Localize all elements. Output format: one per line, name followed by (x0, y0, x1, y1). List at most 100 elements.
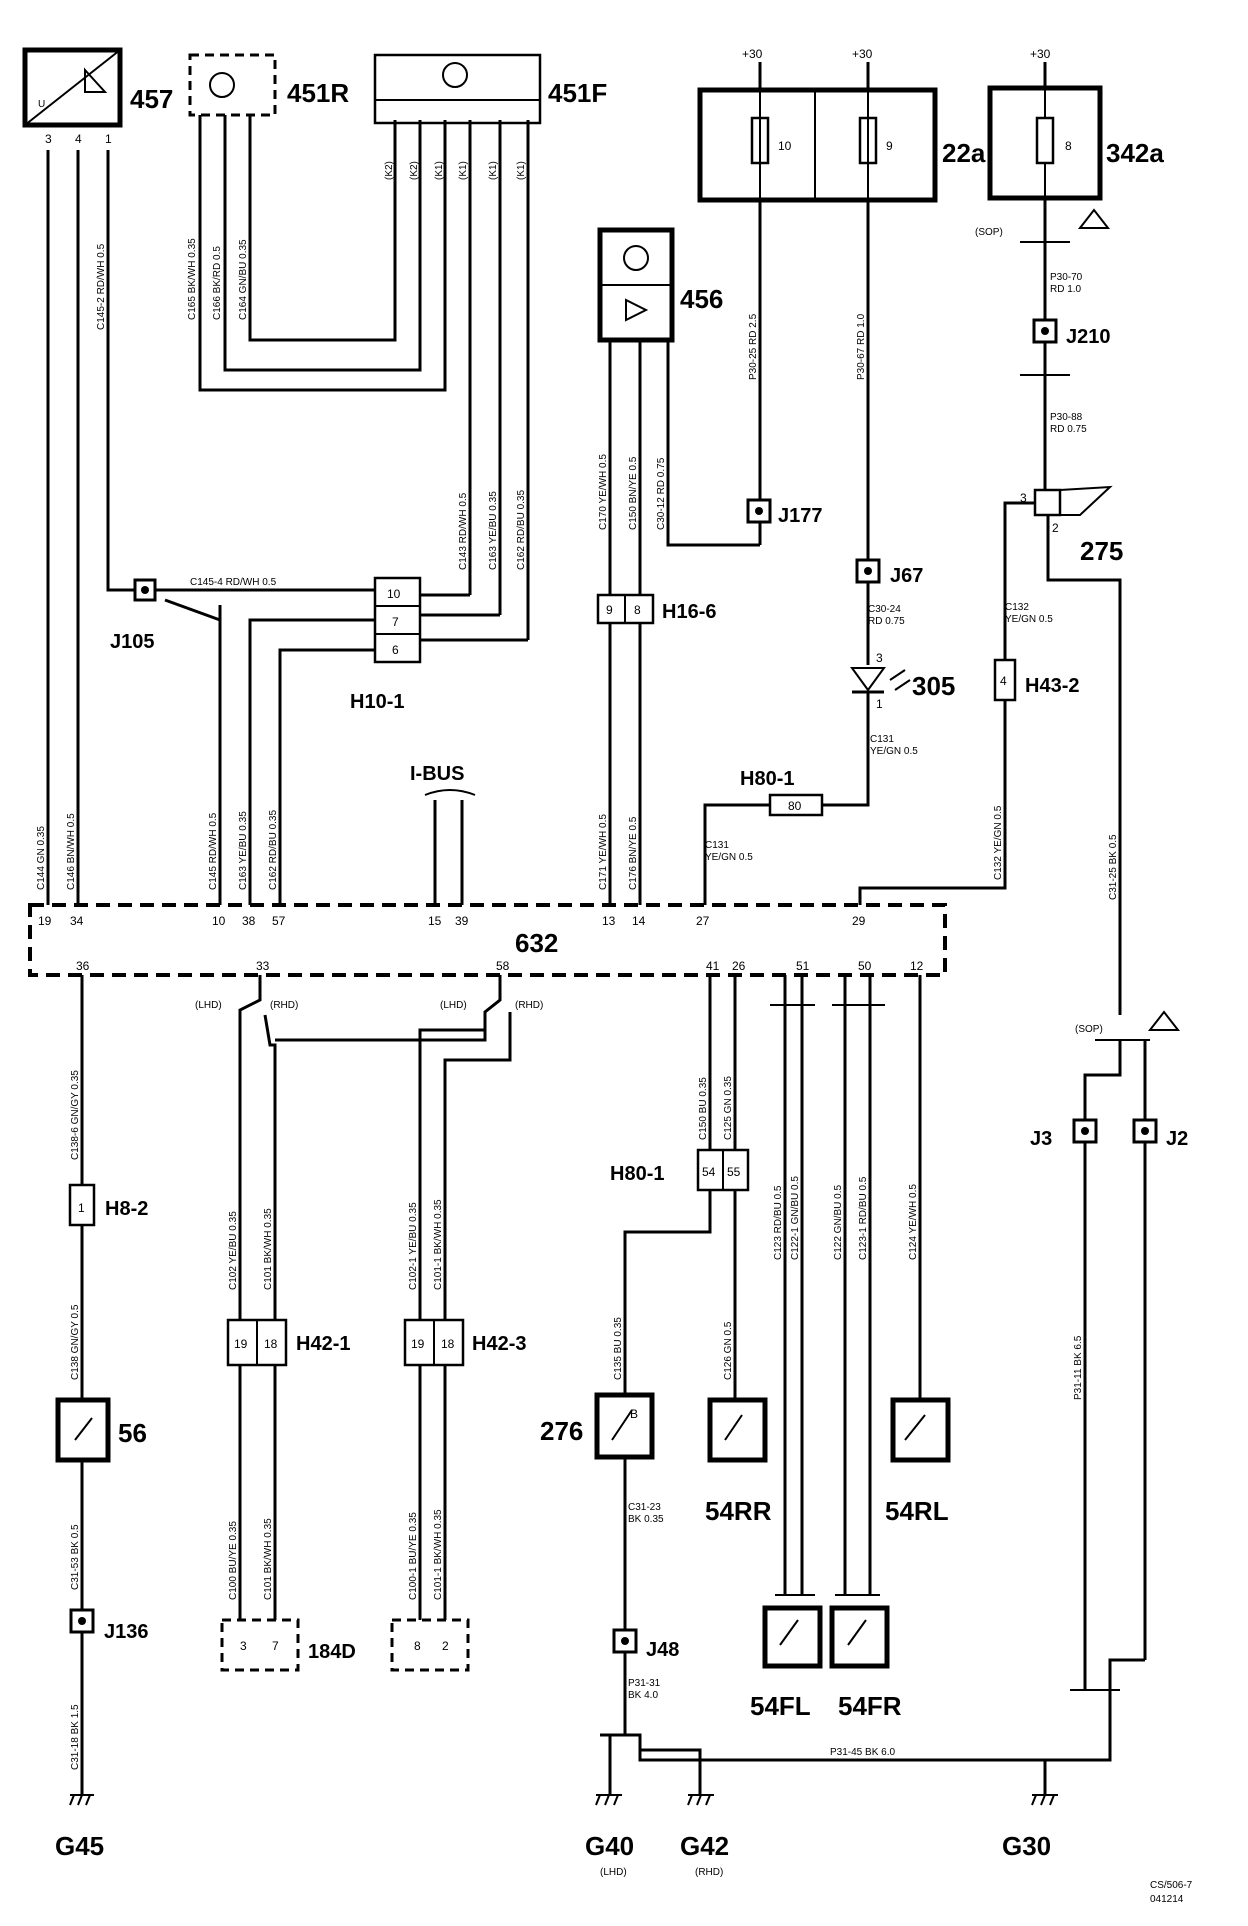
svg-text:C135 BU 0.35: C135 BU 0.35 (613, 1317, 624, 1380)
label-H10-1: H10-1 (350, 691, 404, 713)
svg-text:10: 10 (778, 139, 792, 153)
label-305: 305 (912, 671, 955, 701)
svg-text:J48: J48 (646, 1639, 679, 1661)
svg-text:C102-1 YE/BU 0.35: C102-1 YE/BU 0.35 (408, 1202, 419, 1290)
component-451F: 451F (373, 53, 607, 125)
label-G45: G45 (55, 1831, 104, 1861)
svg-text:80: 80 (788, 799, 802, 813)
label-54FR: 54FR (838, 1691, 902, 1721)
svg-text:13: 13 (602, 914, 616, 928)
svg-text:C145-2 RD/WH 0.5: C145-2 RD/WH 0.5 (96, 243, 107, 330)
wires-451: C165 BK/WH 0.35 C166 BK/RD 0.5 C164 GN/B… (187, 115, 530, 640)
svg-text:J210: J210 (1066, 326, 1111, 348)
component-632: 632 19 34 10 38 57 15 39 13 14 27 29 36 … (28, 903, 947, 977)
label-H16-6: H16-6 (662, 601, 716, 623)
svg-text:14: 14 (632, 914, 646, 928)
label-22a: 22a (942, 138, 986, 168)
svg-text:3: 3 (1020, 491, 1027, 505)
svg-text:57: 57 (272, 914, 286, 928)
svg-text:+30: +30 (742, 47, 763, 61)
svg-text:BK 0.35: BK 0.35 (628, 1514, 664, 1525)
label-342a: 342a (1106, 138, 1164, 168)
svg-text:(K1): (K1) (434, 161, 445, 180)
svg-text:18: 18 (264, 1337, 278, 1351)
relay-275: 3 2 275 C132 YE/GN 0.5 C31-25 BK 0.5 (1003, 485, 1123, 1015)
chain-G45: C138-6 GN/GY 0.35 1 H8-2 C138 GN/GY 0.5 … (55, 975, 149, 1861)
svg-text:C145-4 RD/WH 0.5: C145-4 RD/WH 0.5 (190, 577, 277, 588)
svg-text:P31-11 BK 6.5: P31-11 BK 6.5 (1073, 1335, 1084, 1400)
svg-text:C131: C131 (870, 734, 894, 745)
junction-J210: J210 P30-88 RD 0.75 (1020, 318, 1111, 490)
junction-J177: J177 (745, 498, 823, 547)
svg-text:C145 RD/WH 0.5: C145 RD/WH 0.5 (208, 812, 219, 890)
svg-text:58: 58 (496, 959, 510, 973)
label-451R: 451R (287, 78, 349, 108)
svg-text:9: 9 (886, 139, 893, 153)
label-632: 632 (515, 928, 558, 958)
svg-text:J177: J177 (778, 505, 823, 527)
svg-text:C30-12 RD 0.75: C30-12 RD 0.75 (656, 457, 667, 530)
label-54RR: 54RR (705, 1496, 772, 1526)
svg-text:7: 7 (272, 1639, 279, 1653)
svg-text:(K1): (K1) (516, 161, 527, 180)
svg-text:C132 YE/GN 0.5: C132 YE/GN 0.5 (993, 805, 1004, 880)
svg-text:J2: J2 (1166, 1128, 1188, 1150)
svg-text:38: 38 (242, 914, 256, 928)
chain-G30: (SOP) J3 J2 P31-11 BK 6.5 P31-45 BK 6.0 … (765, 1010, 1188, 1861)
svg-text:C171 YE/WH 0.5: C171 YE/WH 0.5 (598, 814, 609, 890)
label-J105: J105 (110, 631, 155, 653)
svg-text:C31-53 BK 0.5: C31-53 BK 0.5 (70, 1524, 81, 1590)
svg-text:C163 YE/BU 0.35: C163 YE/BU 0.35 (488, 491, 499, 570)
svg-text:8: 8 (414, 1639, 421, 1653)
label-H80-1-upper: H80-1 (740, 768, 794, 790)
svg-text:C176 BN/YE 0.5: C176 BN/YE 0.5 (628, 816, 639, 890)
component-451R: 451R (188, 53, 349, 117)
svg-text:C170 YE/WH 0.5: C170 YE/WH 0.5 (598, 454, 609, 530)
svg-text:7: 7 (392, 615, 399, 629)
svg-text:10: 10 (212, 914, 226, 928)
svg-text:18: 18 (441, 1337, 455, 1351)
label-276: 276 (540, 1416, 583, 1446)
label-H8-2: H8-2 (105, 1198, 148, 1220)
svg-text:6: 6 (392, 643, 399, 657)
svg-text:1: 1 (876, 697, 883, 711)
svg-text:C138-6 GN/GY 0.35: C138-6 GN/GY 0.35 (70, 1070, 81, 1160)
svg-text:33: 33 (256, 959, 270, 973)
svg-text:(SOP): (SOP) (975, 227, 1003, 238)
svg-text:C132: C132 (1005, 602, 1029, 613)
ground-G40-G42: G40 (LHD) G42 (RHD) (585, 1733, 765, 1878)
label-H42-3: H42-3 (472, 1333, 526, 1355)
svg-text:C164 GN/BU 0.35: C164 GN/BU 0.35 (238, 239, 249, 320)
component-456: 456 C170 YE/WH 0.5 C150 BN/YE 0.5 C30-12… (597, 227, 745, 595)
svg-text:J136: J136 (104, 1621, 149, 1643)
svg-text:C122 GN/BU 0.5: C122 GN/BU 0.5 (833, 1185, 844, 1260)
svg-text:B: B (630, 1407, 638, 1421)
svg-text:C123-1 RD/BU 0.5: C123-1 RD/BU 0.5 (858, 1176, 869, 1260)
svg-text:P30-88: P30-88 (1050, 412, 1083, 423)
label-457: 457 (130, 84, 173, 114)
label-G42: G42 (680, 1831, 729, 1861)
svg-text:J67: J67 (890, 565, 923, 587)
svg-text:RD 0.75: RD 0.75 (868, 616, 905, 627)
svg-text:8: 8 (1065, 139, 1072, 153)
connector-H16-6: 9 8 H16-6 C171 YE/WH 0.5 C176 BN/YE 0.5 (596, 593, 716, 905)
svg-text:RD 0.75: RD 0.75 (1050, 424, 1087, 435)
svg-text:C125 GN 0.35: C125 GN 0.35 (723, 1076, 734, 1140)
wires-457: C145-2 RD/WH 0.5 C144 GN 0.35 C146 BN/WH… (36, 150, 135, 905)
svg-text:BK 4.0: BK 4.0 (628, 1690, 658, 1701)
connector-H10-1: 10 7 6 H10-1 (350, 576, 528, 713)
svg-text:C30-24: C30-24 (868, 604, 901, 615)
svg-text:19: 19 (234, 1337, 248, 1351)
svg-text:19: 19 (411, 1337, 425, 1351)
svg-text:C138 GN/GY 0.5: C138 GN/GY 0.5 (70, 1304, 81, 1380)
label-451F: 451F (548, 78, 607, 108)
svg-text:C31-25 BK 0.5: C31-25 BK 0.5 (1108, 834, 1119, 900)
label-ibus: I-BUS (410, 763, 464, 785)
svg-text:39: 39 (455, 914, 469, 928)
svg-text:C102 YE/BU 0.35: C102 YE/BU 0.35 (228, 1211, 239, 1290)
ibus: I-BUS (410, 763, 476, 905)
label-184D: 184D (308, 1641, 356, 1663)
svg-text:C123 RD/BU 0.5: C123 RD/BU 0.5 (773, 1185, 784, 1260)
svg-text:J3: J3 (1030, 1128, 1052, 1150)
component-457: U 457 3 4 1 (22, 47, 173, 146)
